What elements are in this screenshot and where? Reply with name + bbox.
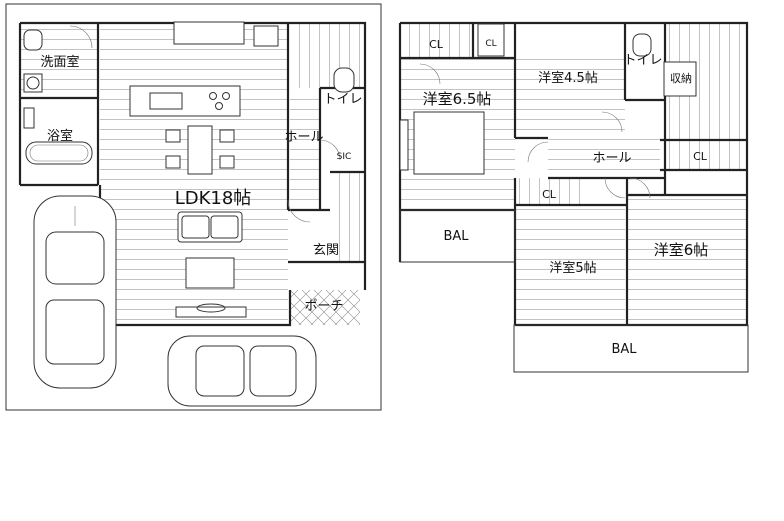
toilet-door-swing-1f [319, 139, 341, 161]
door-swing-2f [601, 111, 623, 133]
door-swing-2f [629, 177, 651, 199]
closet-right-shelves [665, 140, 747, 170]
sofa [177, 211, 243, 243]
room-label-sic: SIC [337, 152, 352, 162]
exterior-walls-1f [18, 21, 367, 327]
kitchen-cabinet [173, 21, 245, 45]
dining-chair [219, 155, 235, 169]
bed-65 [413, 111, 485, 175]
floor-2: CL CL 洋室4.5帖 トイレ 収納 洋室6.5帖 ホール CL CL BAL… [398, 21, 749, 373]
washroom-door-swing [69, 25, 93, 49]
car-horizontal [167, 335, 317, 407]
toilet-1f-fixture [23, 107, 35, 129]
site-boundary-1f [5, 3, 382, 411]
kitchen-island [129, 85, 241, 117]
room-label-room-6: 洋室6帖 [654, 241, 709, 259]
stove-burner [209, 92, 217, 100]
closet-top-left-shelves [400, 23, 473, 58]
hall-flooring [290, 90, 320, 210]
door-swing-2f [604, 177, 626, 199]
bathtub [25, 141, 93, 165]
window-65 [399, 119, 409, 171]
tv [196, 303, 226, 313]
room-45-flooring [515, 58, 625, 138]
room-label-bath: 浴室 [47, 128, 73, 144]
room-label-room-65: 洋室6.5帖 [423, 90, 492, 108]
room-6-flooring [627, 195, 747, 325]
dining-chair [219, 129, 235, 143]
room-label-cl-center: CL [542, 188, 557, 201]
sic-shelves [332, 172, 362, 262]
floor-1: 洗面室 浴室 LDK18帖 トイレ ホール SIC 玄関 ポーチ [5, 3, 382, 411]
room-label-entrance: 玄関 [313, 243, 339, 258]
entrance-door-swing [287, 199, 311, 223]
room-label-hall-2f: ホール [592, 151, 631, 166]
porch-tiles [290, 290, 360, 325]
room-label-ldk: LDK18帖 [175, 188, 252, 209]
room-label-bal-left: BAL [443, 229, 469, 244]
dining-table [187, 125, 213, 175]
room-label-storage: 収納 [670, 72, 692, 85]
toilet-bowl-2f [632, 33, 652, 57]
door-swing-2f [527, 141, 549, 163]
stair-2f-lower [665, 95, 747, 140]
dining-chair [165, 129, 181, 143]
washbasin [23, 29, 43, 51]
sofa-cushion [210, 215, 239, 239]
door-swing-2f [419, 63, 441, 85]
room-label-toilet-1f: トイレ [323, 92, 362, 107]
washing-machine-drum [26, 76, 40, 90]
coffee-table [185, 257, 235, 289]
room-label-room-45: 洋室4.5帖 [538, 70, 598, 86]
room-label-washroom: 洗面室 [40, 54, 79, 70]
closet-small-box [477, 23, 505, 57]
stove-burner [215, 102, 223, 110]
kitchen-sink [149, 92, 183, 110]
room-label-toilet-2f: トイレ [623, 53, 662, 68]
room-label-cl-top-left: CL [429, 38, 444, 51]
room-label-hall-1f: ホール [284, 130, 323, 145]
interior-walls-2f [400, 23, 747, 325]
storage-box [663, 61, 697, 97]
hall-2f-flooring [548, 138, 660, 178]
toilet-bowl-1f [333, 67, 355, 93]
room-label-cl-right: CL [693, 150, 708, 163]
balcony-left [399, 209, 516, 263]
dining-chair [165, 155, 181, 169]
room-label-porch: ポーチ [304, 299, 343, 314]
bathtub-inner [29, 144, 89, 162]
closet-center-shelves [515, 178, 585, 205]
balcony-bottom [513, 324, 749, 373]
room-5-flooring [515, 205, 625, 325]
fridge [253, 25, 279, 47]
room-label-room-5: 洋室5帖 [549, 260, 596, 276]
room-label-cl-small: CL [485, 39, 496, 49]
sofa-cushion [181, 215, 210, 239]
stove-burner [222, 92, 230, 100]
room-label-bal-bottom: BAL [611, 342, 637, 357]
car-vertical [33, 195, 117, 389]
